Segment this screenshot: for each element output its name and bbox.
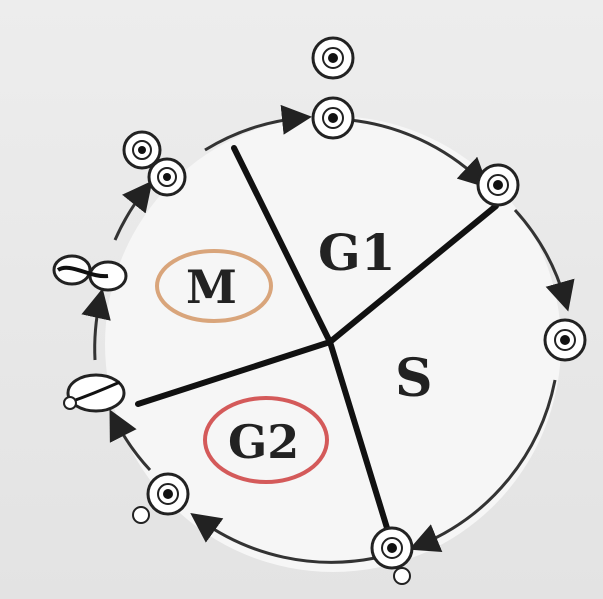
cell-right (543, 318, 587, 362)
cycle-arc-left-lower (109, 409, 152, 472)
cell-top-left (122, 130, 187, 197)
cell-bottom-left (132, 472, 190, 524)
m-phase-ring (155, 249, 273, 323)
cell-bottom (370, 526, 414, 585)
g2-phase-ring (203, 396, 329, 484)
cell-top-right (476, 163, 520, 207)
cycle-arc-bottom (190, 513, 376, 564)
phase-label-m: M (186, 260, 237, 314)
divider-right (327, 203, 499, 345)
cycle-arc-right-lower (408, 379, 557, 552)
phase-label-g1: G1 (318, 223, 396, 282)
phase-label-g2: G2 (228, 415, 299, 469)
divider-top (231, 145, 333, 345)
cell-top-extra (311, 36, 355, 80)
phase-label-s: S (395, 348, 433, 409)
cycle-arc-top-right (349, 118, 489, 189)
cycle-arc-left (81, 288, 111, 361)
cell-top (311, 96, 355, 140)
cell-left-lower (63, 373, 126, 413)
divider-left (135, 339, 333, 407)
cycle-arc-top-left (204, 104, 312, 152)
cycle-arc-left-upper (113, 180, 153, 241)
cell-left (52, 254, 128, 292)
cycle-arc-right-upper (513, 208, 575, 312)
divider-bottom (327, 339, 390, 531)
